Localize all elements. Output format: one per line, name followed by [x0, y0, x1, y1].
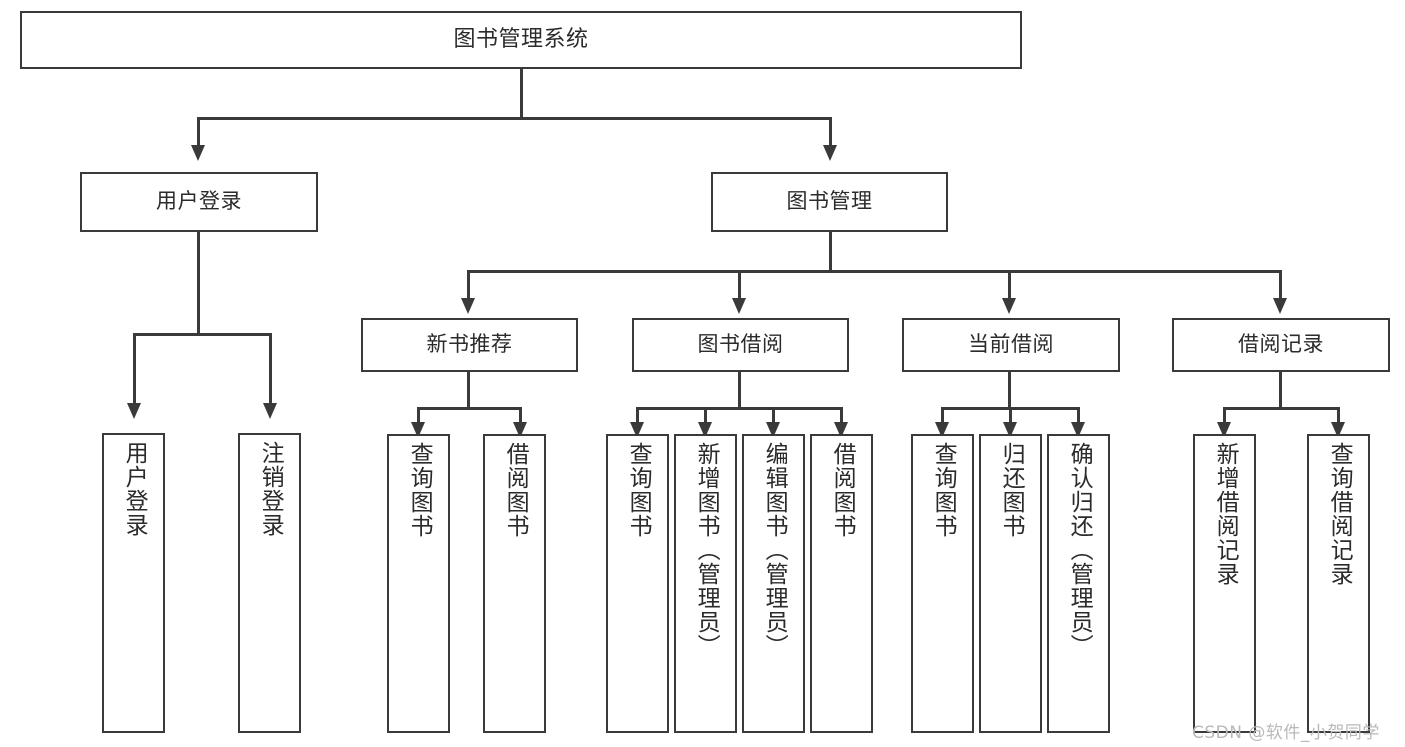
connector-user-login-leaf-2	[269, 333, 272, 405]
leaf-logout[interactable]: 注销登录	[238, 433, 301, 733]
node-root-book-management-system[interactable]: 图书管理系统	[20, 11, 1022, 69]
leaf-query-book[interactable]: 查询图书	[606, 434, 669, 733]
leaf-borrow-book-recommend[interactable]: 借阅图书	[483, 434, 546, 733]
leaf-label: 编辑图书（管理员）	[761, 442, 788, 658]
node-new-book-recommend[interactable]: 新书推荐	[361, 318, 578, 372]
leaf-query-book-current[interactable]: 查询图书	[911, 434, 974, 733]
leaf-label: 查询图书	[406, 442, 433, 538]
connector-book-borrow-leaf-3	[772, 407, 775, 425]
connector-bm-to-book-borrow	[738, 270, 741, 300]
connector-current-borrow-stem	[1008, 372, 1011, 409]
leaf-label: 借阅图书	[829, 442, 856, 538]
connector-book-borrow-leaf-2	[704, 407, 707, 425]
arrowhead-user-login	[191, 145, 205, 161]
arrowhead-leaf-user-login-1	[127, 403, 141, 419]
connector-root-to-book-management	[829, 117, 832, 147]
leaf-label: 确认归还（管理员）	[1066, 442, 1093, 658]
arrowhead-book-borrow	[732, 298, 746, 314]
leaf-user-login[interactable]: 用户登录	[102, 433, 165, 733]
node-label: 图书管理	[786, 189, 873, 214]
connector-current-borrow-leaf-3	[1077, 407, 1080, 425]
leaf-confirm-return-admin[interactable]: 确认归还（管理员）	[1047, 434, 1110, 733]
arrowhead-leaf-user-login-2	[263, 403, 277, 419]
leaf-label: 新增借阅记录	[1212, 442, 1239, 586]
leaf-add-book-admin[interactable]: 新增图书（管理员）	[674, 434, 737, 733]
arrowhead-borrow-record	[1273, 298, 1287, 314]
node-label: 当前借阅	[968, 332, 1054, 357]
leaf-label: 查询借阅记录	[1326, 442, 1353, 586]
connector-current-borrow-leaf-1	[941, 407, 944, 425]
csdn-watermark: CSDN @软件_小贺同学	[1192, 723, 1380, 743]
node-label: 图书管理系统	[453, 26, 589, 52]
leaf-label: 新增图书（管理员）	[693, 442, 720, 658]
arrowhead-book-management	[823, 145, 837, 161]
node-user-login[interactable]: 用户登录	[80, 172, 318, 232]
connector-bm-to-new-book	[467, 270, 470, 300]
connector-bm-to-current-borrow	[1008, 270, 1011, 300]
connector-borrow-record-leaf-2	[1337, 407, 1340, 425]
node-book-borrow[interactable]: 图书借阅	[632, 318, 849, 372]
connector-root-to-user-login	[197, 117, 200, 147]
connector-root-bus	[197, 117, 832, 120]
node-label: 新书推荐	[426, 332, 513, 357]
leaf-label: 用户登录	[121, 441, 148, 537]
node-label: 图书借阅	[697, 332, 784, 357]
leaf-query-borrow-record[interactable]: 查询借阅记录	[1307, 434, 1370, 733]
arrowhead-new-book-recommend	[461, 298, 475, 314]
connector-book-borrow-leaf-4	[840, 407, 843, 425]
connector-book-management-stem	[829, 232, 832, 272]
leaf-label: 查询图书	[930, 442, 957, 538]
connector-borrow-record-stem	[1279, 372, 1282, 409]
connector-book-borrow-bus	[636, 407, 842, 410]
connector-new-book-stem	[467, 372, 470, 409]
connector-book-management-bus	[467, 270, 1279, 273]
connector-book-borrow-leaf-1	[636, 407, 639, 425]
connector-user-login-stem	[197, 232, 200, 335]
leaf-label: 借阅图书	[502, 442, 529, 538]
connector-user-login-bus	[133, 333, 271, 336]
connector-root-stem	[520, 69, 523, 119]
connector-bm-to-borrow-record	[1279, 270, 1282, 300]
node-borrow-record[interactable]: 借阅记录	[1172, 318, 1390, 372]
leaf-borrow-book[interactable]: 借阅图书	[810, 434, 873, 733]
leaf-label: 归还图书	[998, 442, 1025, 538]
connector-book-borrow-stem	[738, 372, 741, 409]
leaf-edit-book-admin[interactable]: 编辑图书（管理员）	[742, 434, 805, 733]
connector-current-borrow-leaf-2	[1009, 407, 1012, 425]
leaf-label: 注销登录	[257, 441, 284, 537]
leaf-label: 查询图书	[625, 442, 652, 538]
connector-new-book-leaf-1	[417, 407, 420, 425]
connector-borrow-record-bus	[1223, 407, 1337, 410]
leaf-return-book[interactable]: 归还图书	[979, 434, 1042, 733]
connector-borrow-record-leaf-1	[1223, 407, 1226, 425]
leaf-query-book-recommend[interactable]: 查询图书	[387, 434, 450, 733]
node-label: 用户登录	[156, 189, 242, 214]
leaf-add-borrow-record[interactable]: 新增借阅记录	[1193, 434, 1256, 733]
node-book-management[interactable]: 图书管理	[711, 172, 948, 232]
arrowhead-current-borrow	[1002, 298, 1016, 314]
node-current-borrow[interactable]: 当前借阅	[902, 318, 1120, 372]
connector-user-login-leaf-1	[133, 333, 136, 405]
connector-new-book-bus	[417, 407, 519, 410]
connector-new-book-leaf-2	[519, 407, 522, 425]
node-label: 借阅记录	[1238, 332, 1324, 357]
